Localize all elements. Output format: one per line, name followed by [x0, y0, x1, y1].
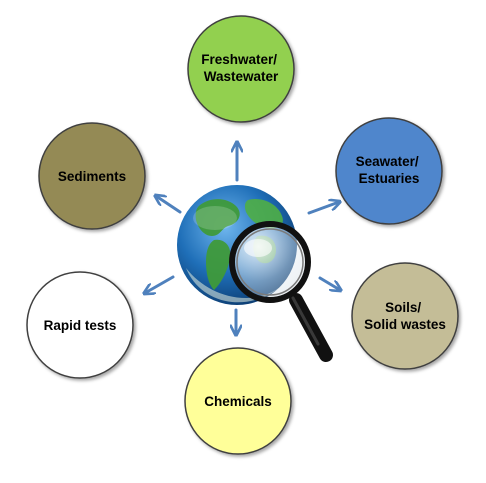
node-freshwater-circle — [187, 15, 295, 123]
node-seawater: Seawater/ Estuaries — [335, 117, 443, 225]
node-rapid-tests-circle — [26, 271, 134, 379]
node-rapid-tests: Rapid tests — [26, 271, 134, 379]
arrow-to-seawater — [307, 202, 339, 215]
node-chemicals: Chemicals — [184, 347, 292, 455]
node-chemicals-label: Chemicals — [204, 394, 272, 409]
node-seawater-circle — [335, 117, 443, 225]
node-freshwater-label: Freshwater/ Wastewater — [201, 52, 281, 84]
node-sediments-circle — [38, 122, 146, 230]
node-sediments: Sediments — [38, 122, 146, 230]
magnifying-glass-icon — [229, 221, 333, 362]
arrow-to-rapid-tests — [145, 275, 175, 293]
node-soils-label: Soils/ Solid wastes — [364, 300, 446, 332]
node-seawater-label: Seawater/ Estuaries — [356, 154, 423, 186]
node-soils: Soils/ Solid wastes — [351, 262, 459, 370]
node-rapid-tests-label: Rapid tests — [44, 318, 117, 333]
arrow-to-soils — [318, 276, 340, 290]
node-sediments-label: Sediments — [58, 169, 126, 184]
node-chemicals-circle — [184, 347, 292, 455]
arrow-to-sediments — [156, 196, 182, 214]
node-freshwater: Freshwater/ Wastewater — [187, 15, 295, 123]
node-soils-circle — [351, 262, 459, 370]
arrows — [145, 143, 340, 334]
